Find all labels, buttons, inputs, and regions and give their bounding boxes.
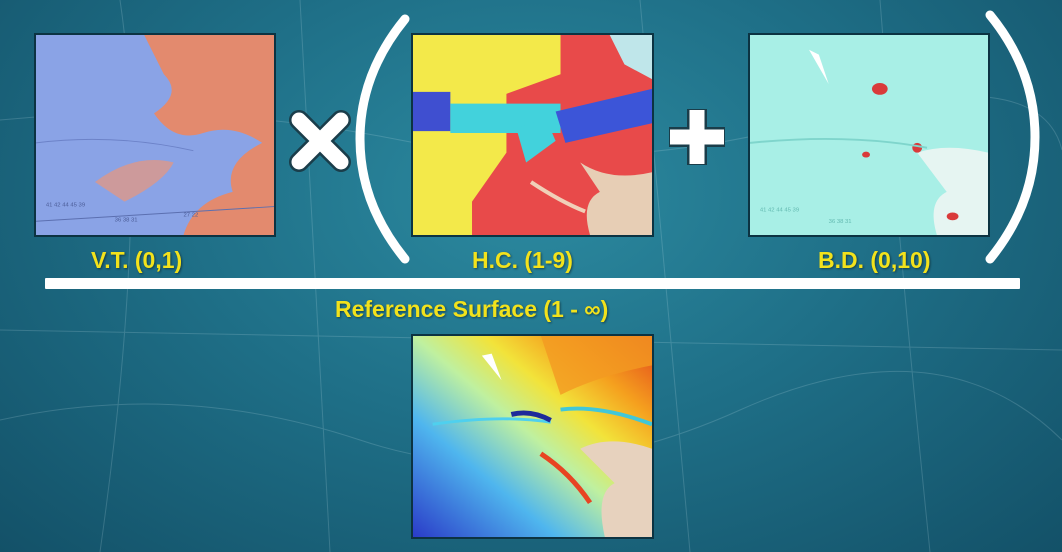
plus-sign-icon [669,109,725,165]
bd-label: B.D. (0,10) [818,247,931,273]
hc-map-image [411,33,654,237]
vt-label: V.T. (0,1) [91,247,183,273]
svg-text:27 22: 27 22 [184,212,199,218]
multiply-sign-icon [289,110,351,172]
fraction-bar [45,278,1020,289]
reference-surface-map-image [411,334,654,539]
right-parenthesis-icon [985,10,1040,264]
svg-text:41 42 44 45 39: 41 42 44 45 39 [760,207,799,213]
vt-map-image: 41 42 44 45 39 36 38 31 27 22 [34,33,276,237]
hc-label: H.C. (1-9) [472,247,573,273]
svg-text:36 38 31: 36 38 31 [829,219,852,225]
reference-surface-label: Reference Surface (1 - ∞) [335,296,609,322]
left-parenthesis-icon [355,14,410,264]
svg-text:36 38 31: 36 38 31 [115,217,138,223]
bd-map-image: 41 42 44 45 39 36 38 31 [748,33,990,237]
svg-text:41 42 44 45 39: 41 42 44 45 39 [46,203,85,209]
